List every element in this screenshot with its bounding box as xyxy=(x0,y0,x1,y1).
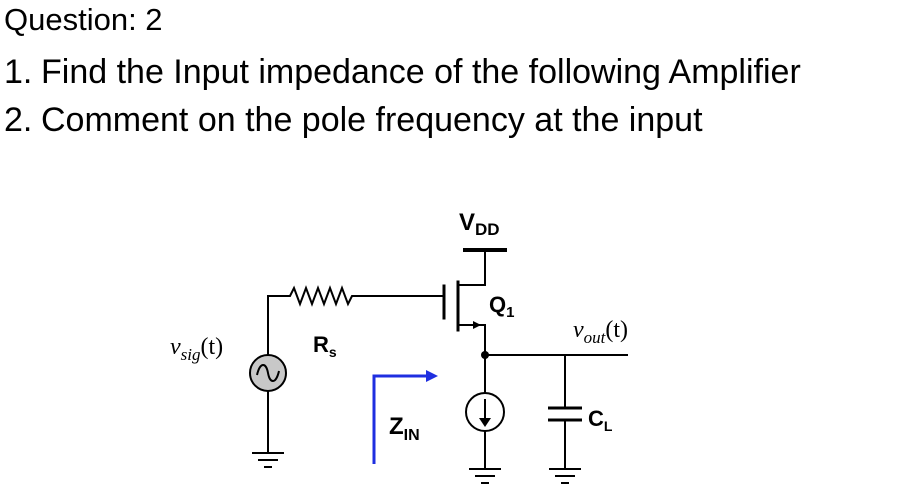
sine-icon xyxy=(256,364,280,382)
zin-label: ZIN xyxy=(389,413,420,444)
transistor-label: Q1 xyxy=(489,292,514,321)
question-item-text: Find the Input impedance of the followin… xyxy=(41,53,801,91)
question-item-text: Comment on the pole frequency at the inp… xyxy=(41,101,703,139)
capacitor-label: CL xyxy=(588,406,613,434)
ground-symbol xyxy=(469,468,501,484)
question-item-number: 1. xyxy=(4,53,33,91)
resistor-zigzag xyxy=(267,285,356,319)
zin-arrow-head xyxy=(426,370,438,382)
question-item-number: 2. xyxy=(4,101,33,139)
question-item-2: 2.Comment on the pole frequency at the i… xyxy=(4,100,703,140)
question-title: Question: 2 xyxy=(4,2,163,37)
question-item-1: 1.Find the Input impedance of the follow… xyxy=(4,52,801,92)
output-label: vout(t) xyxy=(573,317,628,347)
vdd-label: VDD xyxy=(459,209,500,239)
ground-symbol xyxy=(252,452,284,468)
zin-arrow xyxy=(372,374,428,464)
ground-symbol xyxy=(549,468,581,484)
output-node xyxy=(481,351,489,359)
resistor-label: Rs xyxy=(313,332,337,360)
source-arrow xyxy=(473,321,481,329)
signal-source-label: vsig(t) xyxy=(170,334,223,364)
current-arrow-icon xyxy=(479,418,491,427)
